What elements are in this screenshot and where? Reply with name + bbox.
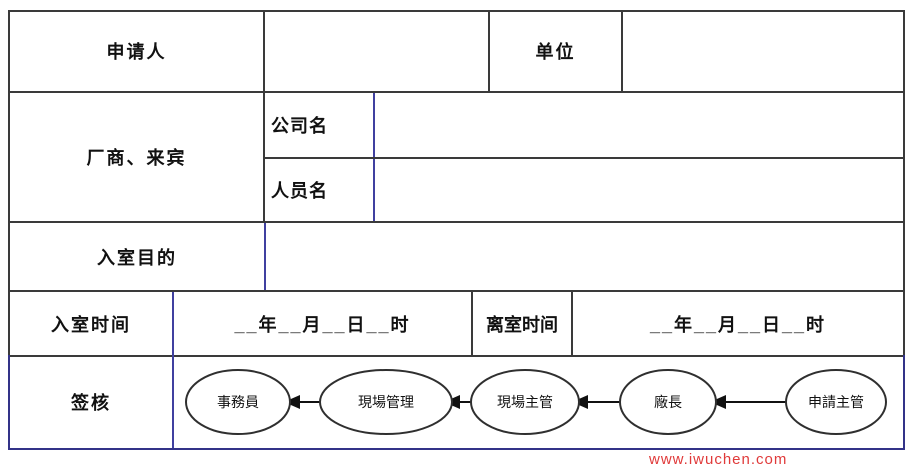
vendor-guest-label: 厂商、来宾 bbox=[10, 92, 265, 221]
flow-node-factory-head: 廠長 bbox=[619, 369, 717, 435]
row-sign-off: 签核 bbox=[8, 355, 905, 450]
row-applicant: 申请人 单位 bbox=[10, 12, 903, 93]
flow-node-clerk: 事務員 bbox=[185, 369, 291, 435]
row-vendor-guest: 厂商、来宾 公司名 人员名 bbox=[10, 92, 903, 223]
approval-flowchart: 事務員 現場管理 現場主管 廠長 bbox=[174, 355, 903, 448]
flow-node-clerk-label: 事務員 bbox=[217, 394, 259, 410]
person-name-row: 人员名 bbox=[265, 158, 903, 221]
arrow-head-icon bbox=[284, 395, 300, 409]
entry-form-table: 申请人 单位 厂商、来宾 公司名 人员名 bbox=[8, 10, 905, 450]
sign-off-label: 签核 bbox=[10, 355, 174, 448]
arrow-head-icon bbox=[710, 395, 726, 409]
leave-time-value-field[interactable]: __年__月__日__时 bbox=[649, 314, 827, 335]
flow-node-site-supervisor: 現場主管 bbox=[470, 369, 580, 435]
flow-node-site-management-label: 現場管理 bbox=[358, 394, 414, 410]
flow-node-applying-supervisor: 申請主管 bbox=[785, 369, 887, 435]
row-times: 入室时间 __年__月__日__时 离室时间 __年__月__日__时 bbox=[10, 292, 903, 357]
flow-node-applying-supervisor-label: 申請主管 bbox=[808, 394, 864, 410]
leave-time-label: 离室时间 bbox=[473, 292, 573, 355]
person-name-input-field[interactable] bbox=[375, 159, 903, 221]
entry-time-value-field[interactable]: __年__月__日__时 bbox=[174, 292, 473, 355]
form-upper-section: 申请人 单位 厂商、来宾 公司名 人员名 bbox=[8, 10, 905, 357]
watermark-text: www.iwuchen.com bbox=[649, 451, 788, 468]
purpose-input-field[interactable] bbox=[266, 223, 903, 291]
flow-node-site-management: 現場管理 bbox=[319, 369, 453, 435]
row-purpose: 入室目的 bbox=[10, 222, 903, 293]
company-name-label: 公司名 bbox=[265, 92, 375, 157]
flow-node-site-supervisor-label: 現場主管 bbox=[497, 394, 553, 410]
unit-input-field[interactable] bbox=[623, 12, 903, 91]
vendor-guest-subrows: 公司名 人员名 bbox=[265, 92, 903, 221]
flow-node-factory-head-label: 廠長 bbox=[654, 394, 682, 410]
person-name-label: 人员名 bbox=[265, 158, 375, 221]
company-name-row: 公司名 bbox=[265, 92, 903, 159]
unit-label: 单位 bbox=[490, 12, 623, 91]
approval-flowchart-svg: 事務員 現場管理 現場主管 廠長 bbox=[185, 369, 887, 435]
entry-time-label: 入室时间 bbox=[10, 292, 174, 355]
company-name-input-field[interactable] bbox=[375, 93, 903, 157]
applicant-label: 申请人 bbox=[10, 12, 265, 91]
purpose-label: 入室目的 bbox=[10, 222, 266, 291]
applicant-input-field[interactable] bbox=[265, 12, 490, 91]
